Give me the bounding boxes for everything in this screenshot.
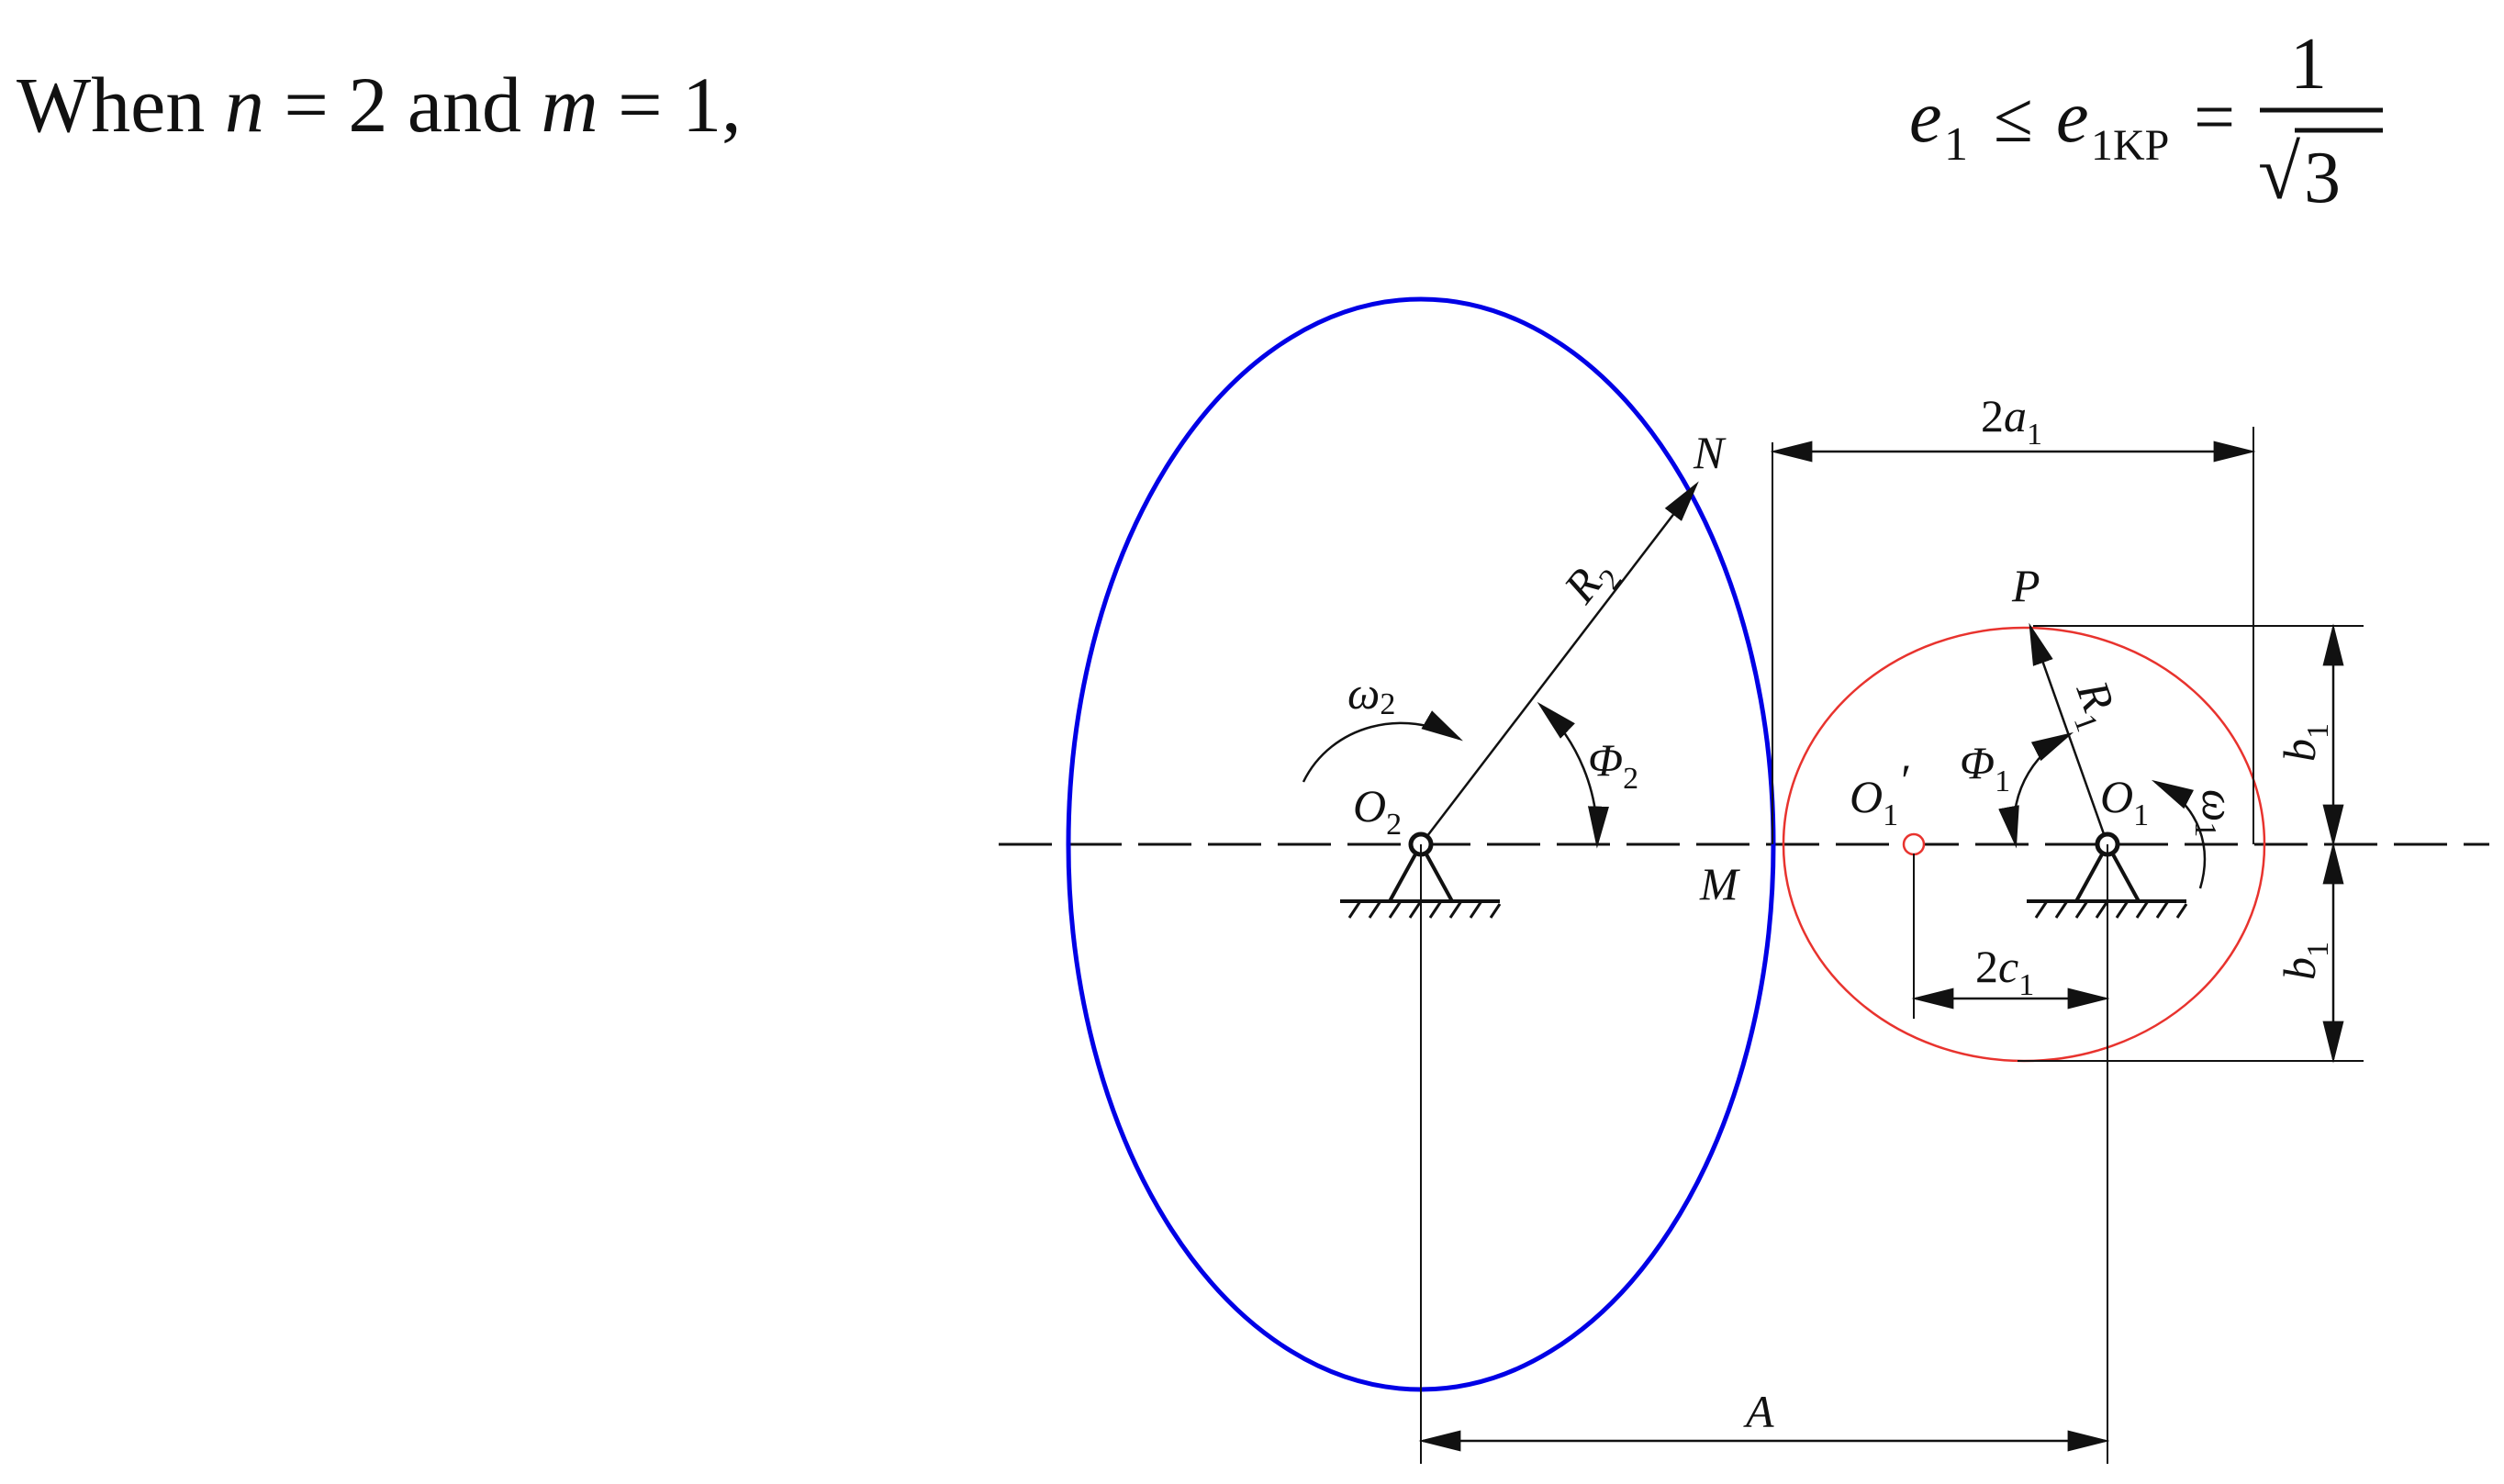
formula-radical: √ [2258, 130, 2301, 216]
label-b1-bottom: b1 [2274, 942, 2335, 980]
formula-lhs-var: e [1909, 77, 1942, 158]
label-o2: O2 [1353, 780, 1402, 842]
omega2-rotation-arrow [1302, 710, 1463, 783]
heading-text: When n = 2 and m = 1, [17, 59, 742, 151]
heading-var-n: n [224, 61, 264, 149]
label-2c1: 2c1 [1975, 941, 2034, 1002]
label-o1-prime: O1′ [1850, 754, 1909, 832]
label-o1: O1 [2100, 771, 2149, 832]
label-b1-top: b1 [2274, 723, 2335, 762]
label-r1: R1 [2057, 674, 2130, 737]
phi2-angle-arc [1537, 701, 1609, 849]
heading-eq-n: = 2 and [263, 61, 542, 149]
label-omega1: ω1 [2188, 789, 2244, 837]
label-distance-a: A [1743, 1386, 1774, 1437]
heading-var-m: m [541, 61, 598, 149]
label-omega2: ω2 [1347, 667, 1395, 721]
formula-lhs-sub: 1 [1944, 118, 1968, 171]
label-phi2: Φ2 [1588, 734, 1638, 796]
radius-r2-arrow [1420, 481, 1699, 845]
focus-point-o1-prime [1902, 832, 1926, 856]
formula-rhs-var: e [2056, 77, 2089, 158]
label-phi1: Φ1 [1960, 737, 2010, 798]
formula-numerator: 1 [2290, 24, 2327, 105]
omega1-rotation-arrow [2151, 779, 2207, 889]
formula-equals: = [2194, 77, 2235, 158]
label-point-p: P [2011, 560, 2040, 611]
label-point-n: N [1693, 427, 1727, 478]
eccentricity-formula: e 1 ≤ e 1KP = 1 √ 3 [1909, 24, 2383, 218]
label-r2: R2 [1553, 546, 1629, 619]
label-point-m: M [1699, 858, 1740, 909]
label-2a1: 2a1 [1981, 390, 2042, 452]
formula-relation: ≤ [1994, 77, 2033, 157]
formula-rhs-sub: 1KP [2091, 121, 2169, 170]
heading-prefix: When [17, 61, 225, 149]
phi1-angle-arc [1998, 731, 2074, 849]
heading-eq-m: = 1, [598, 61, 742, 149]
formula-radicand: 3 [2304, 138, 2341, 218]
